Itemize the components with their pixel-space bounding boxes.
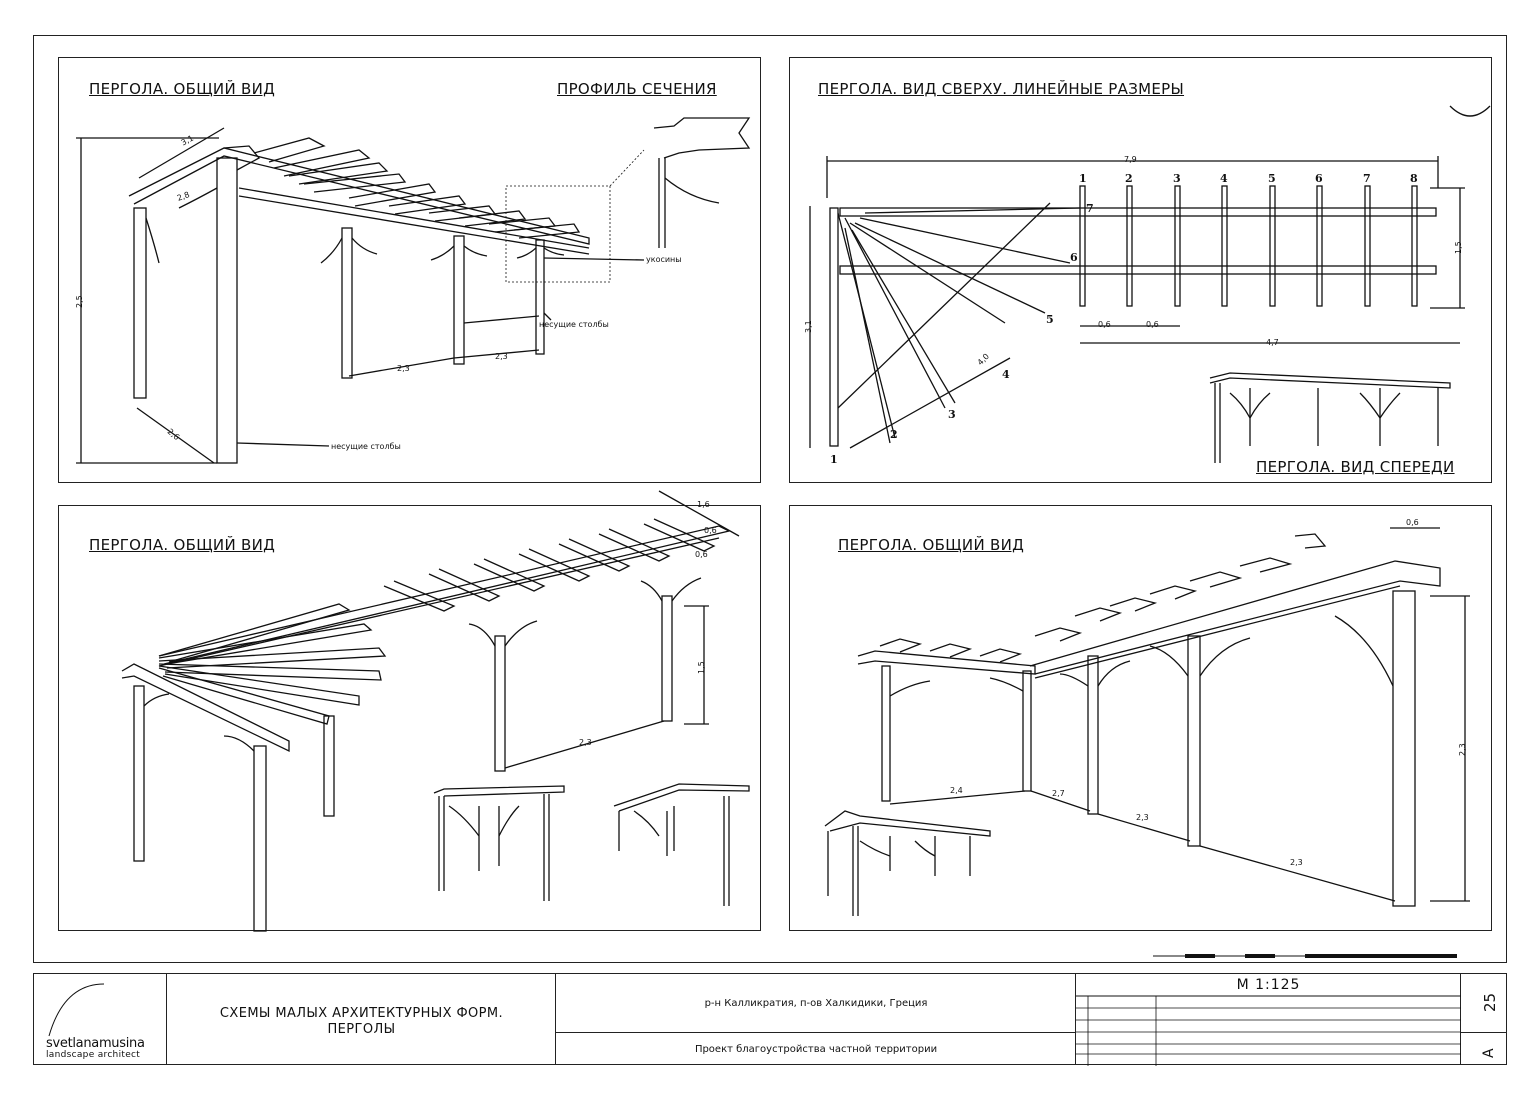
fan-rafter-number: 5 [1046, 313, 1054, 326]
rafter-number: 5 [1268, 172, 1276, 185]
fan-rafter-number: 7 [1086, 202, 1094, 215]
pergola-fan-view-drawing [121, 490, 750, 932]
rafter-number: 6 [1315, 172, 1323, 185]
dim-label: 0,6 [1146, 320, 1159, 329]
dim-label: 2,3 [397, 364, 410, 373]
dim-label: 4,7 [1266, 338, 1279, 347]
dim-label: 0,6 [1406, 518, 1419, 527]
front-view-title: ПЕРГОЛА. ВИД СПЕРЕДИ [1256, 458, 1455, 476]
logo-subtitle: landscape architect [46, 1050, 141, 1060]
sheet-number: 25 [1481, 992, 1499, 1012]
divider [556, 1032, 1076, 1033]
dim-label: 2,7 [1052, 789, 1065, 798]
dim-label: 1,5 [1454, 241, 1463, 254]
dim-label: 7,9 [1124, 155, 1137, 164]
fan-rafter-number: 3 [948, 408, 956, 421]
dim-label: 2,4 [950, 786, 963, 795]
annotation-posts: несущие столбы [331, 442, 401, 451]
project-info-cell: р-н Калликратия, п-ов Халкидики, Греция … [556, 974, 1076, 1064]
dim-label: 0,6 [1098, 320, 1111, 329]
panel-general-view-2: ПЕРГОЛА. ОБЩИЙ ВИД [58, 490, 761, 932]
annotation-braces: укосины [646, 255, 682, 264]
fan-rafter-number: 2 [890, 428, 898, 441]
top-view-drawing [809, 105, 1491, 463]
panel-title: ПЕРГОЛА. ОБЩИЙ ВИД [89, 536, 276, 554]
fan-rafter-number: 4 [1002, 368, 1010, 381]
fan-rafter-number: 6 [1070, 251, 1078, 264]
dim-label: 1,5 [697, 661, 706, 674]
drawing-title-cell: СХЕМЫ МАЛЫХ АРХИТЕКТУРНЫХ ФОРМ. ПЕРГОЛЫ [167, 974, 556, 1064]
panel-title: ПЕРГОЛА. ОБЩИЙ ВИД [89, 80, 276, 98]
sheet-frame [33, 35, 1507, 963]
fan-rafter-number: 1 [830, 453, 838, 466]
revision-grid [1076, 995, 1461, 1066]
rafter-number: 4 [1220, 172, 1228, 185]
format-letter: А [1481, 1048, 1497, 1058]
dim-label: 2,3 [1458, 743, 1467, 756]
dim-label: 2,5 [75, 295, 84, 308]
rafter-number: 2 [1125, 172, 1133, 185]
location-text: р-н Калликратия, п-ов Халкидики, Греция [704, 998, 928, 1009]
panel-title: ПЕРГОЛА. ОБЩИЙ ВИД [838, 536, 1025, 554]
dim-label: 3,1 [804, 320, 813, 333]
panel-general-view-3: ПЕРГОЛА. ОБЩИЙ ВИД [789, 505, 1492, 931]
dim-label: 2,3 [495, 352, 508, 361]
revision-grid-cell: М 1:125 [1076, 974, 1461, 1066]
logo-arc [48, 983, 105, 1037]
panel-title: ПЕРГОЛА. ВИД СВЕРХУ. ЛИНЕЙНЫЕ РАЗМЕРЫ [818, 80, 1185, 98]
logo-cell: svetlanamusina landscape architect [34, 974, 167, 1064]
divider [1461, 1032, 1506, 1033]
dim-label: 2,3 [1290, 858, 1303, 867]
sheet-number-cell: 25 А [1461, 974, 1506, 1064]
rafter-number: 7 [1363, 172, 1371, 185]
rafter-number: 8 [1410, 172, 1418, 185]
dim-label: 2,3 [579, 738, 592, 747]
title-block: svetlanamusina landscape architect СХЕМЫ… [33, 973, 1507, 1066]
rafter-number: 1 [1079, 172, 1087, 185]
section-profile-title: ПРОФИЛЬ СЕЧЕНИЯ [557, 80, 717, 98]
panel-general-view-1: ПЕРГОЛА. ОБЩИЙ ВИД ПРОФИЛЬ СЕЧЕНИЯ [58, 57, 761, 483]
scale-text: М 1:125 [1236, 977, 1301, 993]
dim-label: 1,6 [697, 500, 710, 509]
dim-label: 0,6 [695, 550, 708, 559]
pergola-perspective-drawing [76, 117, 751, 464]
panel-top-view: ПЕРГОЛА. ВИД СВЕРХУ. ЛИНЕЙНЫЕ РАЗМЕРЫ ПЕ… [789, 57, 1492, 483]
dim-label: 2,3 [1136, 813, 1149, 822]
drawing-title-line2: ПЕРГОЛЫ [327, 1022, 396, 1037]
logo-name: svetlanamusina [46, 1036, 145, 1051]
project-text: Проект благоустройства частной территори… [694, 1044, 938, 1055]
rafter-number: 3 [1173, 172, 1181, 185]
drawing-title-line1: СХЕМЫ МАЛЫХ АРХИТЕКТУРНЫХ ФОРМ. [219, 1006, 504, 1021]
pergola-corner-view-drawing [824, 527, 1470, 916]
dim-label: 0,6 [704, 526, 717, 535]
annotation-posts: несущие столбы [539, 320, 609, 329]
